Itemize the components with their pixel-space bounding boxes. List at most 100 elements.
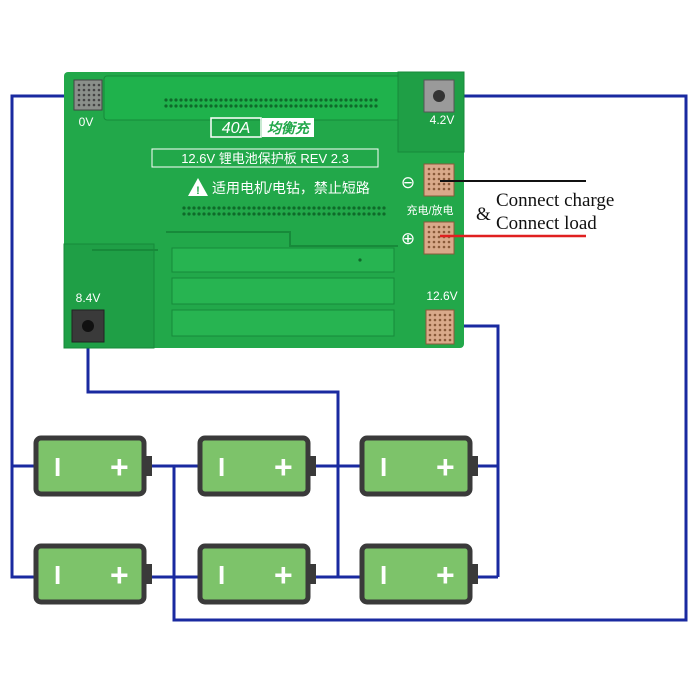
via-dot: [292, 212, 296, 216]
battery-plus-label: +: [274, 449, 293, 485]
via-dot: [349, 104, 353, 108]
via-dot: [304, 98, 308, 102]
via-dot: [189, 104, 193, 108]
via-dot: [289, 98, 293, 102]
via-dot: [229, 104, 233, 108]
via-dot: [317, 212, 321, 216]
via-dot: [282, 212, 286, 216]
pcb-board: 40A 均衡充 12.6V 锂电池保护板 REV 2.3 ! 适用电机/电钻，禁…: [63, 71, 465, 349]
via-row-top: [164, 98, 378, 108]
pad-dot: [427, 187, 431, 191]
via-dot: [272, 212, 276, 216]
via-dot: [209, 104, 213, 108]
via-dot: [354, 98, 358, 102]
via-dot: [184, 98, 188, 102]
pad-dot: [447, 240, 451, 244]
via-dot: [204, 98, 208, 102]
via-dot: [282, 206, 286, 210]
via-dot: [279, 104, 283, 108]
via-dot: [262, 212, 266, 216]
via-dot: [239, 104, 243, 108]
battery-cell: I+: [359, 543, 478, 605]
pad-dot: [437, 167, 441, 171]
battery-terminal: [144, 456, 152, 476]
battery-plus-label: +: [110, 557, 129, 593]
pad-dot: [443, 333, 447, 337]
pad-dot: [77, 98, 81, 102]
battery-minus-label: I: [380, 452, 387, 482]
via-dot: [222, 206, 226, 210]
via-dot: [199, 98, 203, 102]
battery-minus-label: I: [218, 560, 225, 590]
via-dot: [289, 104, 293, 108]
via-dot: [322, 206, 326, 210]
battery-terminal: [144, 564, 152, 584]
via-dot: [212, 206, 216, 210]
pad-dot: [432, 167, 436, 171]
via-dot: [284, 98, 288, 102]
pad-dot: [432, 177, 436, 181]
via-dot: [247, 212, 251, 216]
pad-dot: [437, 235, 441, 239]
pad-dot: [428, 318, 432, 322]
via-dot: [299, 98, 303, 102]
via-dot: [372, 206, 376, 210]
via-dot: [297, 212, 301, 216]
via-dot: [337, 212, 341, 216]
via-dot: [269, 98, 273, 102]
via-dot: [279, 98, 283, 102]
pad-dot: [427, 230, 431, 234]
via-dot: [217, 206, 221, 210]
pad-dot: [438, 313, 442, 317]
via-dot: [339, 104, 343, 108]
via-dot: [299, 104, 303, 108]
pad-dot: [442, 172, 446, 176]
via-dot: [267, 206, 271, 210]
board-title: 12.6V 锂电池保护板 REV 2.3: [181, 151, 349, 166]
pad-12-6v-dots: [428, 313, 452, 342]
pad-dot: [447, 167, 451, 171]
pad-dot: [442, 177, 446, 181]
via-dot: [184, 104, 188, 108]
pad-dot: [87, 103, 91, 107]
via-dot: [257, 206, 261, 210]
via-dot: [347, 212, 351, 216]
via-dot: [304, 104, 308, 108]
ampersand-label: &: [476, 204, 491, 225]
via-dot: [319, 98, 323, 102]
pad-dot: [447, 182, 451, 186]
via-dot: [254, 104, 258, 108]
pad-dot: [433, 333, 437, 337]
via-dot: [382, 212, 386, 216]
via-dot: [312, 212, 316, 216]
current-badge-box: [210, 117, 262, 138]
pad-dot: [432, 240, 436, 244]
via-dot: [377, 212, 381, 216]
battery-terminal: [308, 564, 316, 584]
via-dot: [377, 206, 381, 210]
via-dot: [219, 104, 223, 108]
via-dot: [294, 98, 298, 102]
pcb-mosfet-strip-2: [171, 277, 395, 305]
via-dot: [192, 206, 196, 210]
battery-terminal: [308, 456, 316, 476]
via-dot: [359, 98, 363, 102]
via-dot: [197, 212, 201, 216]
pad-dot: [87, 88, 91, 92]
pad-dot: [442, 230, 446, 234]
via-dot: [342, 212, 346, 216]
via-dot: [224, 98, 228, 102]
via-dot: [307, 206, 311, 210]
via-dot: [217, 212, 221, 216]
via-dot: [232, 206, 236, 210]
pad-dot: [437, 177, 441, 181]
pad-dot: [448, 333, 452, 337]
via-dot: [307, 212, 311, 216]
pad-dot: [447, 187, 451, 191]
pad-dot: [427, 167, 431, 171]
via-dot: [227, 212, 231, 216]
battery-cell: I+: [197, 435, 316, 497]
battery-minus-label: I: [54, 560, 61, 590]
pad-dot: [432, 187, 436, 191]
pad-dot: [82, 88, 86, 92]
